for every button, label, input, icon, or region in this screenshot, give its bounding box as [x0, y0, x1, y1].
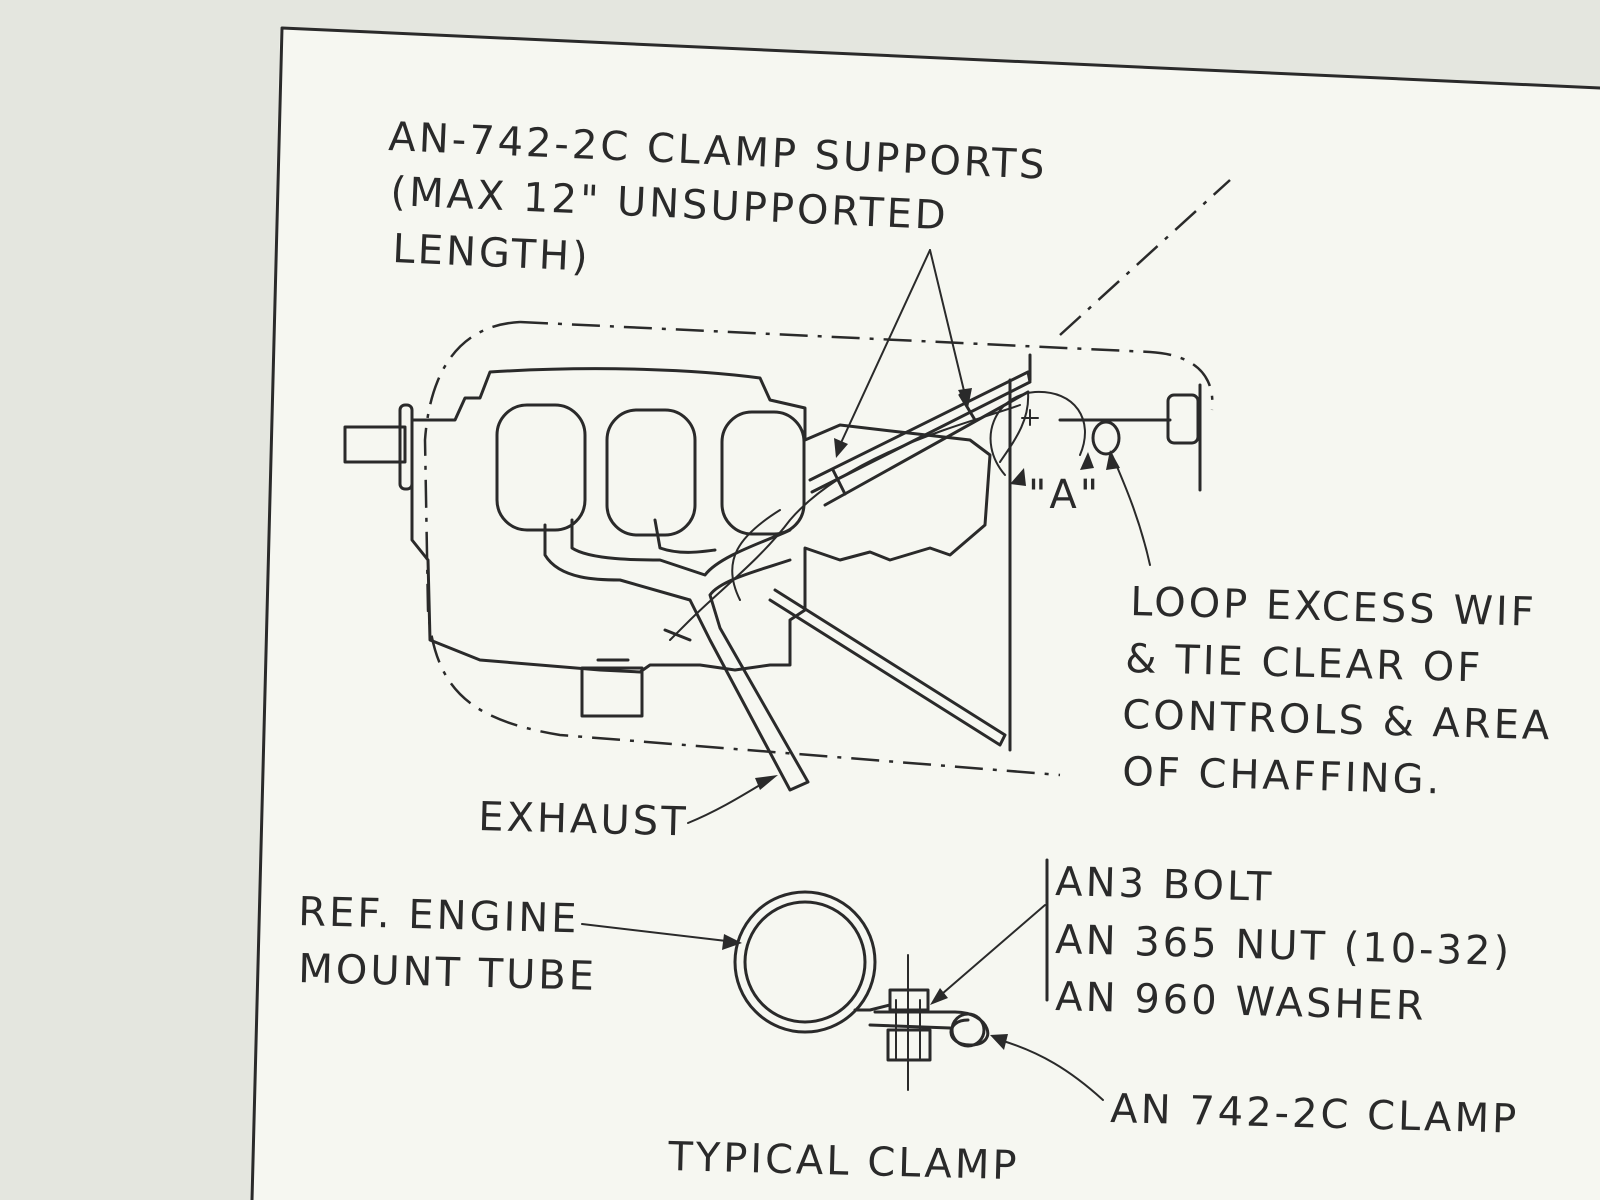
- label-loop-1: LOOP EXCESS WIF: [1130, 579, 1538, 636]
- wire-loop: [1091, 420, 1121, 456]
- label-washer: AN 960 WASHER: [1055, 974, 1427, 1030]
- right-mount: [1166, 393, 1200, 445]
- leader-clamp-1: [839, 249, 931, 446]
- leader-clamp: [999, 1039, 1104, 1101]
- label-clamp-supports-3: LENGTH): [392, 226, 592, 281]
- clamp-view: [581, 858, 1104, 1101]
- label-ref-engine-2: MOUNT TUBE: [298, 946, 598, 1000]
- view-a-arrow-left: [1010, 468, 1026, 486]
- mount-tube-upper-2: [823, 390, 1030, 507]
- prop-shaft: [343, 425, 407, 464]
- clamp-mark-1: [958, 393, 977, 422]
- label-view-a: "A": [1028, 472, 1101, 518]
- label-loop-2: & TIE CLEAR OF: [1125, 636, 1484, 691]
- label-ref-engine-1: REF. ENGINE: [298, 889, 580, 942]
- engine-view: [343, 179, 1231, 792]
- leader-hardware: [934, 904, 1046, 1001]
- exhaust-manifold: [543, 523, 810, 792]
- view-a-arc: [989, 390, 1086, 476]
- drawing-border: [250, 26, 1600, 1200]
- leader-clamp-arrow: [990, 1034, 1008, 1050]
- cylinder-2: [605, 408, 697, 537]
- paper-sheet: [252, 28, 1600, 1200]
- leader-exhaust-arrow: [755, 775, 778, 790]
- label-caption: TYPICAL CLAMP: [667, 1134, 1020, 1189]
- cylinder-1: [495, 403, 587, 532]
- clamp-mark-2: [831, 468, 847, 496]
- view-a-arrow-right: [1080, 452, 1094, 470]
- cylinder-3: [720, 410, 806, 536]
- leader-mount-tube-arrow: [722, 934, 742, 950]
- leader-loop-arrow: [1106, 450, 1120, 470]
- label-clamp: AN 742-2C CLAMP: [1110, 1086, 1520, 1143]
- label-exhaust: EXHAUST: [478, 794, 689, 845]
- leader-clamp-1-arrow: [834, 438, 848, 458]
- clamp-band-outer: [733, 890, 877, 1034]
- label-loop-3: CONTROLS & AREA: [1122, 692, 1553, 749]
- engine-mount-tube: [743, 900, 867, 1024]
- clamp-tab: [853, 1003, 952, 1030]
- exhaust-manifold-inner: [570, 518, 792, 577]
- section-line: [1059, 179, 1231, 336]
- label-bolt: AN3 BOLT: [1055, 859, 1275, 911]
- exhaust-pipe-3: [653, 518, 717, 554]
- cowling-top: [519, 320, 1214, 411]
- upper-leaders: [687, 249, 1151, 824]
- leader-mount-tube: [581, 923, 736, 943]
- leader-clamp-2: [929, 249, 966, 396]
- wire-bundle: [950, 1012, 986, 1048]
- wire-run: [669, 391, 1030, 641]
- clamp-mark-3: [663, 628, 692, 642]
- leader-clamp-2-arrow: [958, 388, 972, 408]
- carburetor: [580, 666, 644, 718]
- wire-branch: [731, 509, 781, 601]
- label-loop-4: OF CHAFFING.: [1122, 749, 1443, 803]
- leader-hardware-arrow: [930, 988, 948, 1005]
- mount-tube-lower: [768, 588, 1007, 747]
